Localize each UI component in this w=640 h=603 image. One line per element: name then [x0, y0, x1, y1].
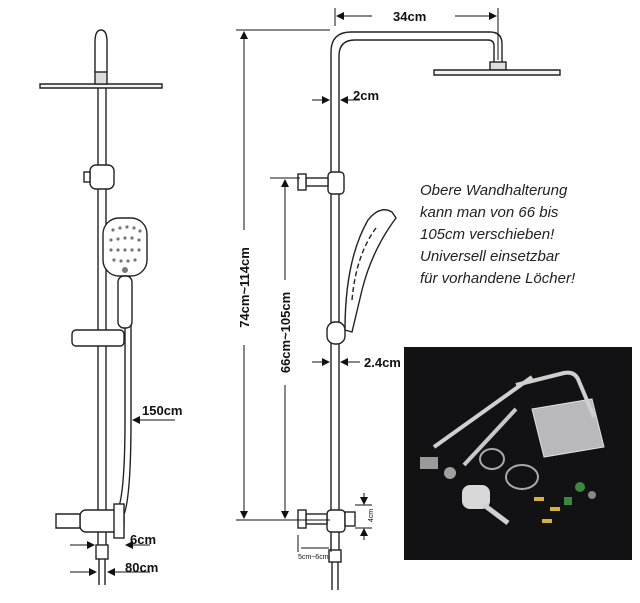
product-parts-illustration — [420, 370, 605, 525]
label-pipe-diameter: 2.4cm — [364, 355, 401, 370]
note-line-2: kann man von 66 bis — [420, 204, 559, 221]
label-offset-range: 5cm~6cm — [298, 554, 329, 561]
hand-shower-nozzles — [109, 225, 142, 273]
label-connector-height: 4cm — [368, 508, 376, 523]
note-line-4: Universell einsetzbar — [420, 248, 560, 265]
label-height-bracket: 66cm~105cm — [278, 291, 294, 374]
label-inlet-spacing: 80cm — [125, 560, 159, 575]
side-view-dimensions — [236, 8, 499, 552]
label-hose-length: 150cm — [142, 403, 183, 418]
front-view — [39, 29, 163, 585]
label-mixer-depth: 6cm — [130, 532, 157, 547]
front-view-dimensions — [70, 416, 175, 576]
label-height-total: 74cm~114cm — [236, 247, 252, 328]
installation-note: Obere Wandhalterung kann man von 66 bis … — [420, 180, 630, 290]
label-width-top: 34cm — [393, 9, 427, 24]
note-line-5: für vorhandene Löcher! — [420, 270, 576, 287]
note-line-1: Obere Wandhalterung — [420, 182, 568, 199]
label-pipe-diameter-top: 2cm — [353, 88, 380, 103]
note-line-3: 105cm verschieben! — [420, 226, 555, 243]
product-photo — [404, 347, 632, 560]
